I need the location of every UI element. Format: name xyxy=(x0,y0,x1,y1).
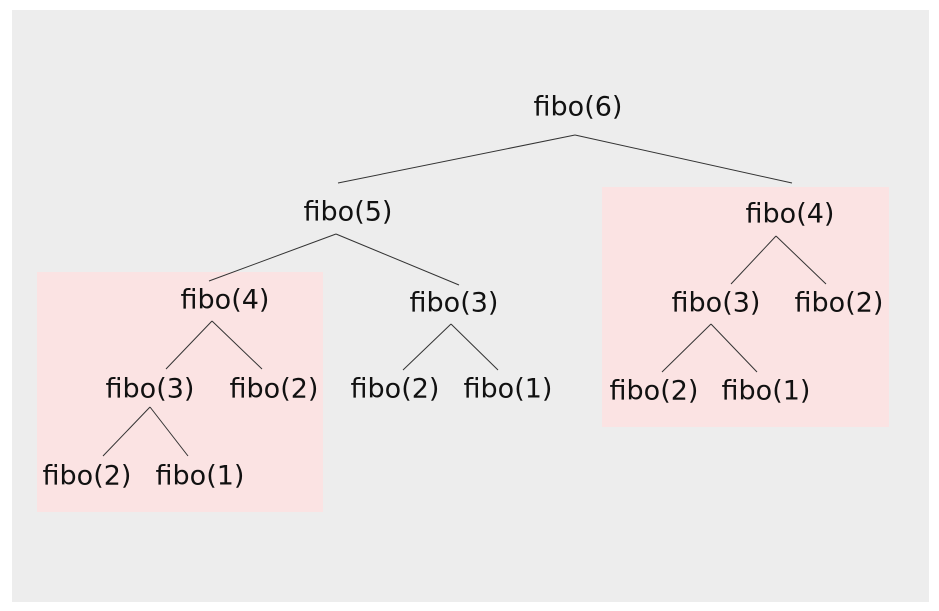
edge-root-to-fibo5 xyxy=(337,134,576,184)
node-fibo1-right-leaf: fibo(1) xyxy=(721,375,811,407)
edge-fibo4-left-to-fibo2 xyxy=(211,320,263,370)
edge-fibo3-right-to-fibo2 xyxy=(661,323,712,373)
edge-fibo3-mid-to-fibo2 xyxy=(402,323,452,371)
node-fibo4-right: fibo(4) xyxy=(745,198,835,230)
highlight-right-subtree xyxy=(602,187,889,427)
highlight-left-subtree xyxy=(37,272,323,512)
node-fibo1-left-leaf: fibo(1) xyxy=(155,460,245,492)
edge-fibo5-to-fibo3-mid xyxy=(335,233,460,286)
node-fibo3-right: fibo(3) xyxy=(671,287,761,319)
node-fibo2-left: fibo(2) xyxy=(229,373,319,405)
edge-fibo3-mid-to-fibo1 xyxy=(450,323,499,371)
node-fibo3-middle: fibo(3) xyxy=(409,287,499,319)
node-fibo1-middle: fibo(1) xyxy=(463,373,553,405)
edge-fibo3-right-to-fibo1 xyxy=(710,323,758,373)
edge-fibo5-to-fibo4-left xyxy=(208,233,337,282)
node-fibo3-left: fibo(3) xyxy=(105,373,195,405)
edge-fibo3-left-to-fibo1 xyxy=(149,406,189,457)
edge-root-to-fibo4-right xyxy=(574,134,793,184)
node-fibo2-middle: fibo(2) xyxy=(350,373,440,405)
edge-fibo4-right-to-fibo3 xyxy=(730,235,777,285)
edge-fibo3-left-to-fibo2 xyxy=(102,406,151,457)
node-fibo4-left: fibo(4) xyxy=(180,284,270,316)
node-fibo2-right: fibo(2) xyxy=(794,287,884,319)
edge-fibo4-left-to-fibo3 xyxy=(165,320,213,370)
node-fibo5: fibo(5) xyxy=(303,196,393,228)
node-fibo2-left-leaf: fibo(2) xyxy=(42,460,132,492)
node-fibo6-root: fibo(6) xyxy=(533,91,623,123)
node-fibo2-right-leaf: fibo(2) xyxy=(609,375,699,407)
edge-fibo4-right-to-fibo2 xyxy=(775,235,827,285)
